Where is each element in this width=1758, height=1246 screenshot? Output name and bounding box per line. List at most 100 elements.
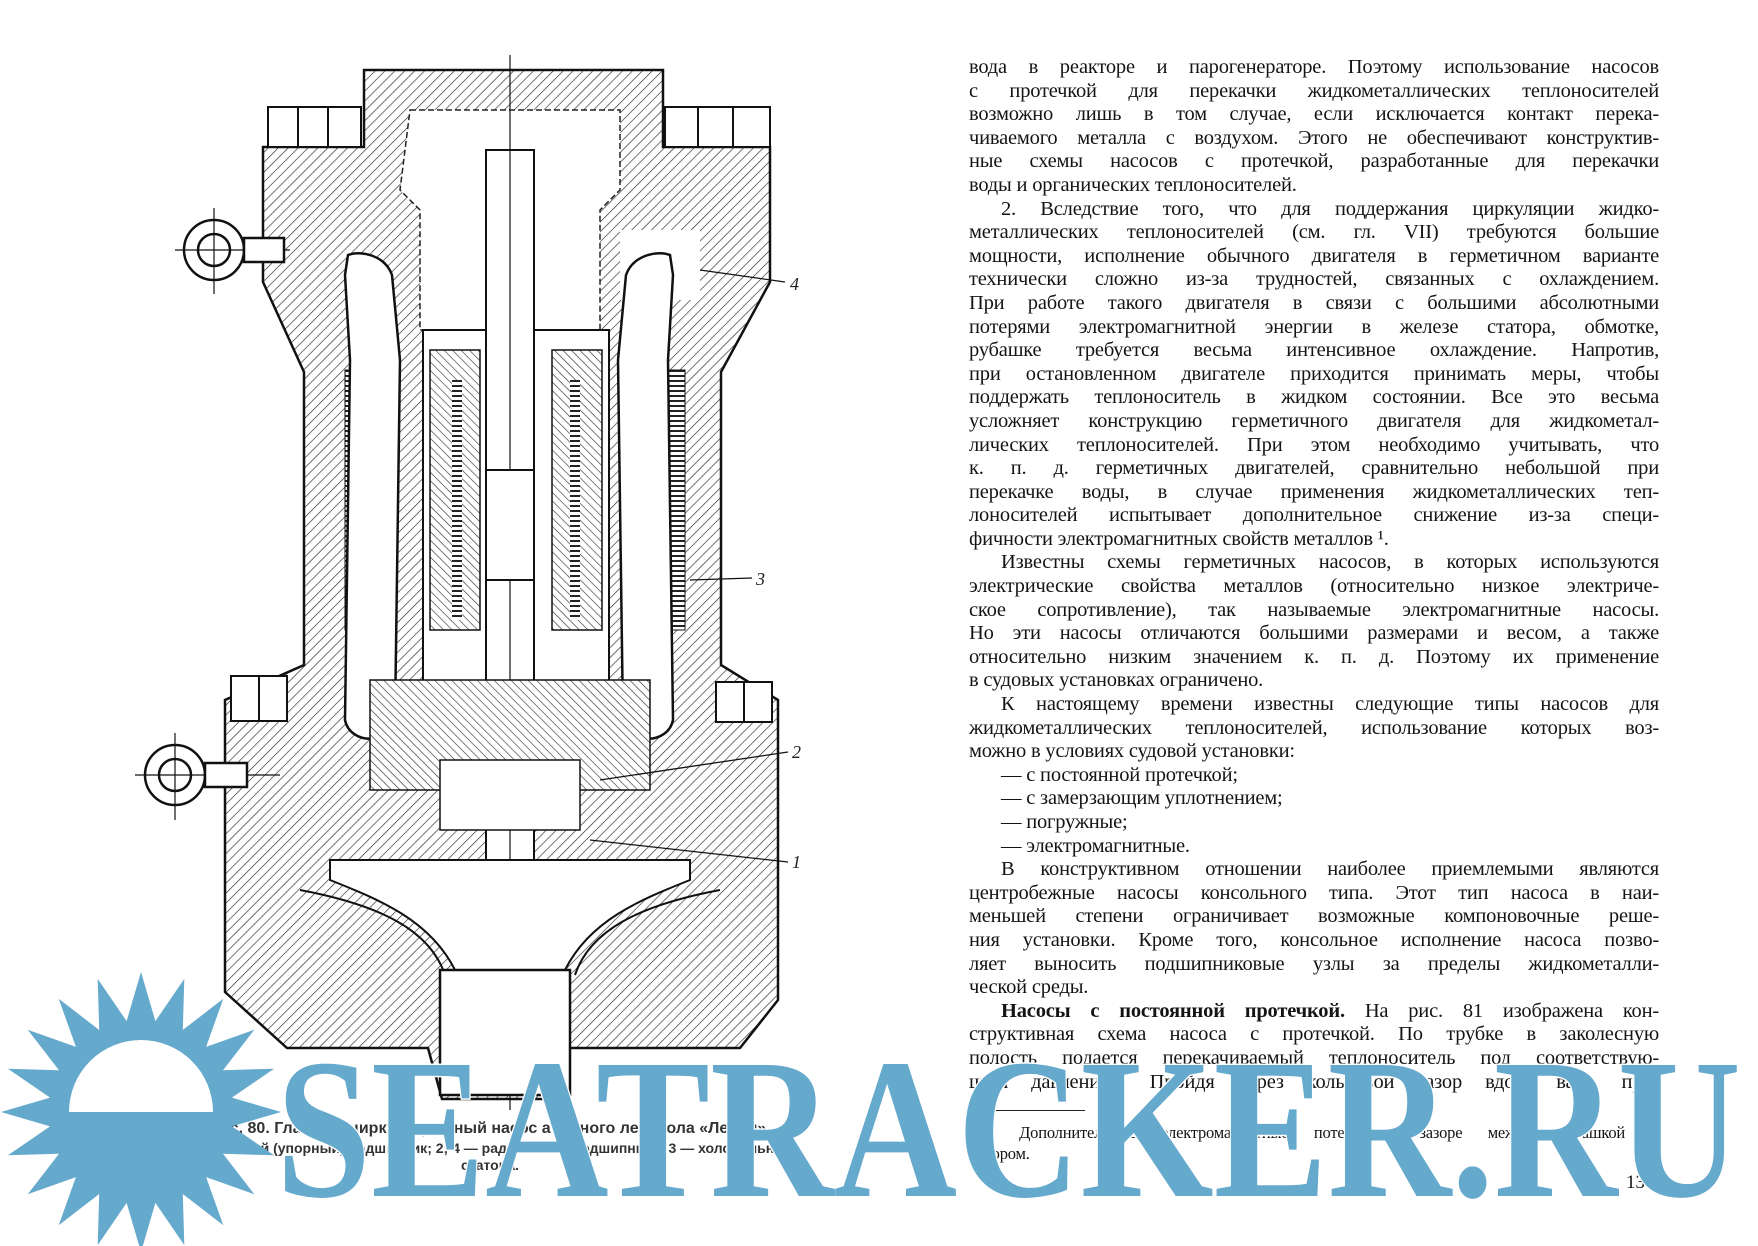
caption-legend: 1 — осевой (упорный) подшипник; 2; 4 — р… [190,1140,790,1156]
line-text: к. п. д. герметичных двигателей, сравнит… [969,457,1659,480]
line-text: структивная схема насоса с протечкой. По… [969,1023,1659,1046]
text-line: К настоящему времени известны следующие … [969,693,1659,717]
text-line: щим давлением. Пройдя через кольцевой за… [969,1071,1659,1095]
line-text: жидкометаллических теплоносителей, испол… [969,716,1659,739]
text-line: мощности, исполнение обычного двигателя … [969,245,1659,269]
list-item: — с постоянной протечкой; [969,764,1659,788]
line-text: усложняет конструкцию герметичного двига… [969,409,1659,432]
section-heading: Насосы с постоянной протечкой. [1001,999,1345,1022]
line-text: К настоящему времени известны следующие … [1001,693,1659,716]
text-line: Известны схемы герметичных насосов, в ко… [969,551,1659,575]
text-line: ское сопротивление), так называемые элек… [969,599,1659,623]
nuts-top-left [267,106,362,148]
line-text: 2. Вследствие того, что для поддержания … [1001,197,1659,220]
line-text: перекачке воды, в случае применения жидк… [969,480,1659,503]
line-text: ния установки. Кроме того, консольное ис… [969,928,1659,951]
line-text: На рис. 81 изображена кон- [1344,999,1659,1022]
line-text: мощности, исполнение обычного двигателя … [969,244,1659,267]
text-line: усложняет конструкцию герметичного двига… [969,410,1659,434]
list-item: — электромагнитные. [969,835,1659,859]
text-line: В конструктивном отношении наиболее прие… [969,858,1659,882]
text-line: При работе такого двигателя в связи с бо… [969,292,1659,316]
line-text: — с постоянной протечкой; [1001,763,1238,786]
line-text: поддержать теплоноситель в жидком состоя… [969,386,1659,409]
text-line: центробежные насосы консольного типа. Эт… [969,882,1659,906]
text-line: возможно лишь в том случае, если исключа… [969,103,1659,127]
line-text: фичности электромагнитных свойств металл… [969,527,1389,550]
line-text: ское сопротивление), так называемые элек… [969,598,1659,621]
text-line: меньшей степени ограничивает возможные к… [969,905,1659,929]
text-line: металлических теплоносителей (см. гл. VI… [969,221,1659,245]
figure-caption: Рис. 80. Главный циркуляционный насос ат… [120,1118,860,1174]
text-line: поддержать теплоноситель в жидком состоя… [969,386,1659,410]
text-line: перекачке воды, в случае применения жидк… [969,481,1659,505]
text-line: ния установки. Кроме того, консольное ис… [969,929,1659,953]
line-text: электрические свойства металлов (относит… [969,575,1659,598]
text-line: относительно низким значением к. п. д. П… [969,646,1659,670]
line-text: центробежные насосы консольного типа. Эт… [969,881,1659,904]
line-text: ляет выносить подшипниковые узлы за пред… [969,952,1659,975]
line-text: В конструктивном отношении наиболее прие… [1001,858,1659,881]
line-text: — с замерзающим уплотнением; [1001,787,1283,810]
line-text: — погружные; [1001,811,1128,833]
text-line: технически сложно из-за трудностей, связ… [969,268,1659,292]
text-line: лоносителей испытывает дополнительное сн… [969,504,1659,528]
text-line: воды и органических теплоносителей. [969,174,1659,198]
text-line: ляет выносить подшипниковые узлы за пред… [969,953,1659,977]
line-text: возможно лишь в том случае, если исключа… [969,103,1659,126]
text-line: лических теплоносителей. При этом необхо… [969,434,1659,458]
eyebolt-lower [135,733,280,820]
label-3: 3 [755,569,765,589]
line-text: щим давлением. Пройдя через кольцевой за… [969,1070,1659,1093]
text-line: чиваемого металла с воздухом. Этого не о… [969,127,1659,151]
line-text: ные схемы насосов с протечкой, разработа… [969,150,1659,173]
body-text: вода в реакторе и парогенераторе. Поэтом… [969,56,1659,1094]
footnote-line: ¹ Дополнительные электромагнитные потери… [989,1123,1659,1142]
line-text: чиваемого металла с воздухом. Этого не о… [969,126,1659,149]
footnote-line: ротором. [969,1144,1030,1163]
label-2: 2 [792,742,801,762]
text-line: в судовых установках ограничено. [969,669,1659,693]
text-line: при остановленном двигателе приходится п… [969,363,1659,387]
text-line: можно в условиях судовой установки: [969,740,1659,764]
line-text: можно в условиях судовой установки: [969,740,1295,763]
line-text: при остановленном двигателе приходится п… [969,362,1659,385]
text-line: к. п. д. герметичных двигателей, сравнит… [969,457,1659,481]
line-text: воды и органических теплоносителей. [969,173,1297,196]
footnote-divider [969,1110,1085,1111]
line-text: технически сложно из-за трудностей, связ… [969,268,1659,291]
line-text: лоносителей испытывает дополнительное сн… [969,504,1659,527]
caption-legend-cont: статора. [461,1157,519,1173]
line-text: Известны схемы герметичных насосов, в ко… [1001,551,1659,574]
line-text: ческой среды. [969,976,1089,999]
line-text: — электромагнитные. [1001,834,1190,857]
text-line: вода в реакторе и парогенераторе. Поэтом… [969,56,1659,80]
line-text: потерями электромагнитной энергии в желе… [969,315,1659,338]
footnote: ¹ Дополнительные электромагнитные потери… [969,1122,1659,1164]
text-line: полость подается перекачиваемый теплонос… [969,1047,1659,1071]
line-text: рубашке требуется весьма интенсивное охл… [969,339,1659,362]
line-text: меньшей степени ограничивает возможные к… [969,905,1659,928]
text-line: ные схемы насосов с протечкой, разработа… [969,150,1659,174]
text-line: фичности электромагнитных свойств металл… [969,528,1659,552]
text-line: электрические свойства металлов (относит… [969,575,1659,599]
line-text: лических теплоносителей. При этом необхо… [969,433,1659,456]
page-number: 137 [1626,1172,1655,1193]
line-text: При работе такого двигателя в связи с бо… [969,291,1659,314]
nuts-lower [230,675,773,723]
text-line: структивная схема насоса с протечкой. По… [969,1023,1659,1047]
label-4: 4 [790,274,799,294]
caption-title: Рис. 80. Главный циркуляционный насос ат… [209,1120,771,1137]
text-line: 2. Вследствие того, что для поддержания … [969,198,1659,222]
nuts-top-right [664,106,771,148]
label-1: 1 [792,852,801,872]
cooling-tube-right [616,251,675,740]
text-line: жидкометаллических теплоносителей, испол… [969,717,1659,741]
list-item: — с замерзающим уплотнением; [969,787,1659,811]
line-text: вода в реакторе и парогенераторе. Поэтом… [969,56,1659,78]
text-line: потерями электромагнитной энергии в желе… [969,316,1659,340]
eyebolt-upper [175,208,290,294]
line-text: Но эти насосы отличаются большими размер… [969,622,1659,645]
